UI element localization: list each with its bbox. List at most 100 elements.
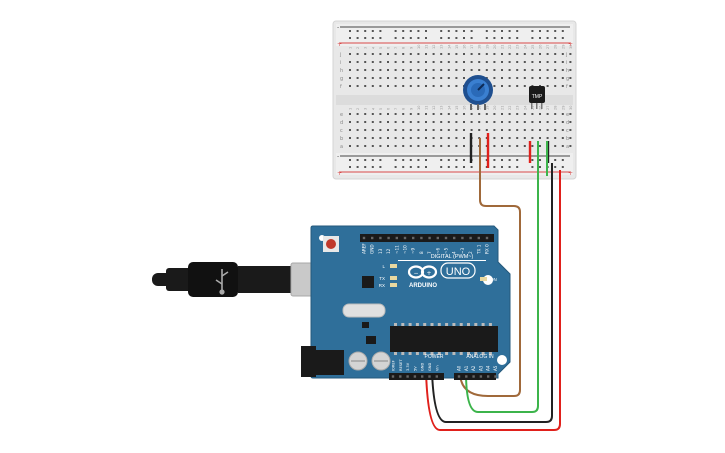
- column-number: 26: [539, 45, 543, 49]
- wire-brown[interactable]: [459, 138, 521, 397]
- column-number: 10: [417, 45, 421, 49]
- svg-text:TX: TX: [379, 276, 385, 281]
- column-number: 11: [425, 106, 429, 110]
- digital-pin-label: 8: [419, 251, 424, 254]
- column-number: 13: [440, 106, 444, 110]
- row-letter: h: [340, 68, 343, 74]
- arduino-logo-icon: [407, 265, 438, 279]
- digital-pin-label: 4: [452, 251, 457, 254]
- analog-pin-label: A1: [464, 365, 469, 371]
- column-number: 1: [349, 108, 353, 110]
- usb-cable[interactable]: [152, 262, 342, 297]
- column-number: 28: [554, 106, 558, 110]
- digital-header[interactable]: [360, 234, 494, 242]
- digital-pin-label: 13: [378, 248, 383, 254]
- wire-green-long[interactable]: [465, 141, 539, 413]
- digital-pin-label: GND: [370, 244, 375, 254]
- led-rx: [390, 283, 397, 287]
- svg-text:L: L: [382, 264, 385, 269]
- arduino-brand-label: ARDUINO: [409, 283, 437, 289]
- digital-pin-label: ~6: [435, 247, 440, 254]
- column-number: 30: [569, 45, 573, 49]
- reset-button[interactable]: [323, 236, 339, 252]
- column-number: 7: [394, 108, 398, 110]
- breadboard-center-channel: [336, 95, 573, 105]
- rail-plus-label: +: [568, 41, 573, 48]
- column-number: 29: [561, 45, 565, 49]
- column-number: 23: [516, 106, 520, 110]
- power-jack[interactable]: [301, 346, 316, 377]
- digital-pin-label: 7: [427, 251, 432, 254]
- column-number: 27: [546, 106, 550, 110]
- column-number: 5: [379, 108, 383, 110]
- analog-pin-label: A3: [478, 365, 483, 371]
- power-label: POWER: [425, 354, 444, 360]
- column-number: 18: [478, 106, 482, 110]
- column-number: 18: [478, 45, 482, 49]
- column-number: 19: [485, 45, 489, 49]
- atmega-chip: [390, 326, 498, 352]
- power-pin-label: 3.3V: [406, 362, 410, 371]
- usb-chip: [362, 276, 374, 288]
- digital-pin-label: 2: [468, 251, 473, 254]
- column-number: 29: [561, 106, 565, 110]
- row-letter: a: [566, 144, 569, 150]
- row-letter: j: [339, 52, 341, 58]
- temperature-sensor[interactable]: TMP: [529, 86, 545, 109]
- power-pin-label: Vin: [435, 365, 439, 371]
- column-number: 21: [501, 106, 505, 110]
- rail-plus-label: +: [568, 170, 573, 177]
- column-number: 6: [387, 47, 391, 49]
- digital-pin-label: RX 0: [485, 244, 490, 254]
- temp-sensor-label: TMP: [532, 94, 543, 100]
- digital-pin-label: ~10: [403, 245, 408, 254]
- row-letter: b: [340, 136, 343, 142]
- column-number: 2: [356, 47, 360, 49]
- rail-minus-label: -: [568, 153, 570, 160]
- potentiometer[interactable]: [463, 75, 493, 110]
- column-number: 28: [554, 45, 558, 49]
- rail-minus-label: -: [568, 24, 570, 31]
- column-number: 12: [432, 106, 436, 110]
- power-pin-label: 5V: [413, 366, 417, 371]
- digital-pin-label: ~5: [444, 247, 449, 254]
- wire-black[interactable]: [431, 163, 553, 423]
- column-number: 17: [470, 45, 474, 49]
- mount-hole: [497, 355, 507, 365]
- wire-red[interactable]: [425, 170, 561, 431]
- column-number: 4: [371, 107, 375, 110]
- svg-text:ON: ON: [490, 277, 497, 282]
- crystal-oscillator: [342, 303, 386, 318]
- led-tx: [390, 276, 397, 280]
- column-number: 30: [569, 106, 573, 110]
- analog-header[interactable]: [454, 373, 496, 380]
- analog-pin-label: A4: [486, 365, 491, 371]
- svg-text:−: −: [413, 270, 418, 277]
- row-letter: i: [340, 60, 341, 66]
- power-header[interactable]: [389, 373, 444, 380]
- column-number: 9: [409, 108, 413, 110]
- column-number: 16: [463, 106, 467, 110]
- column-number: 7: [394, 47, 398, 49]
- rail-minus-label: -: [337, 24, 339, 31]
- column-number: 22: [508, 106, 512, 110]
- row-letter: j: [565, 52, 567, 58]
- wires[interactable]: [425, 138, 561, 431]
- column-number: 3: [364, 108, 368, 110]
- digital-pin-label: AREF: [362, 243, 367, 254]
- column-number: 21: [501, 45, 505, 49]
- column-number: 24: [523, 44, 527, 49]
- digital-pin-label: ~9: [411, 247, 416, 254]
- column-number: 17: [470, 106, 474, 110]
- row-letter: c: [340, 128, 343, 134]
- column-number: 25: [531, 45, 535, 49]
- column-number: 11: [425, 45, 429, 49]
- power-pin-label: GND: [428, 363, 432, 371]
- column-number: 22: [508, 45, 512, 49]
- breadboard-holes[interactable]: [349, 30, 572, 168]
- column-number: 8: [402, 47, 406, 49]
- row-letter: d: [340, 120, 343, 126]
